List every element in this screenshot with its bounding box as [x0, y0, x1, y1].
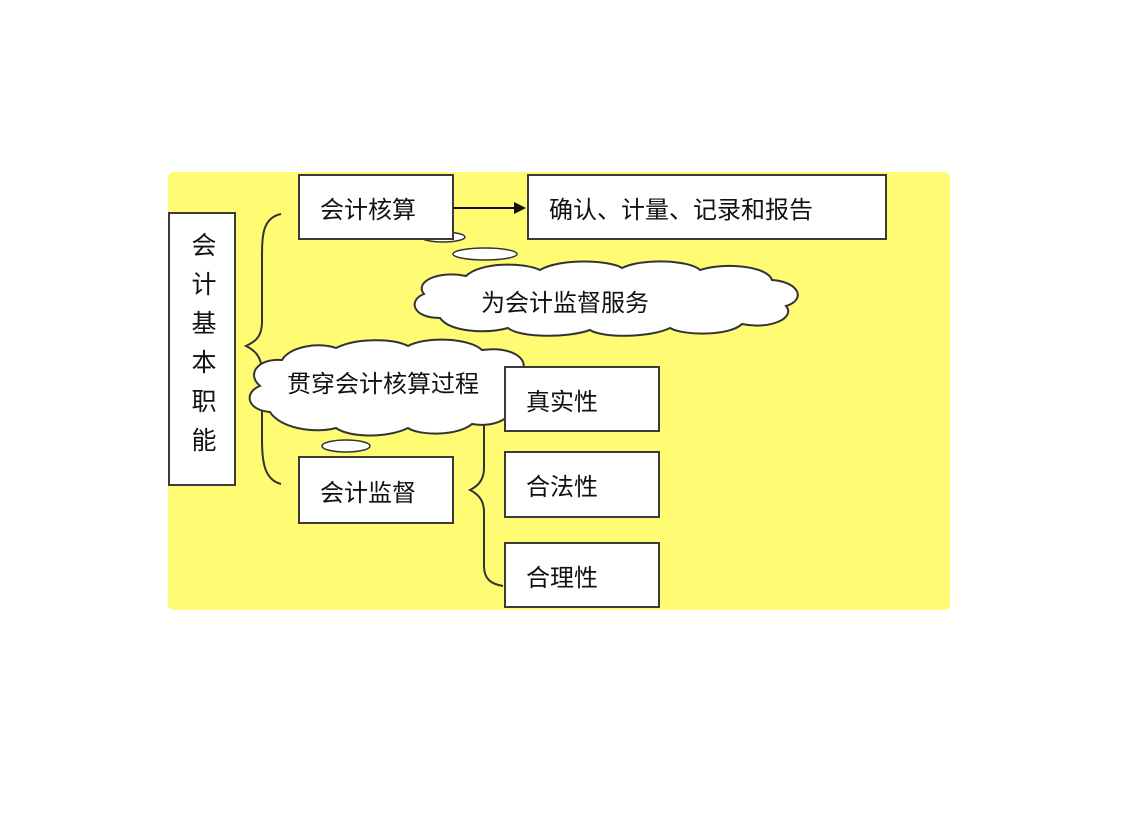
accounting-supervision-label: 会计监督 — [320, 478, 416, 507]
legality-label: 合法性 — [526, 473, 598, 501]
authenticity-label: 真实性 — [526, 387, 598, 416]
cloud-serve-supervision: 为会计监督服务 — [413, 260, 799, 337]
box-legality: 合法性 — [504, 451, 660, 518]
thought-bubble-4 — [321, 439, 371, 453]
root-label: 会计基本职能 — [188, 232, 217, 466]
main-brace — [243, 213, 282, 485]
box-recognition-measurement: 确认、计量、记录和报告 — [527, 174, 887, 240]
recognition-measurement-label: 确认、计量、记录和报告 — [549, 195, 813, 224]
accounting-calculation-label: 会计核算 — [320, 195, 416, 224]
box-accounting-calculation: 会计核算 — [298, 174, 454, 240]
cloud-through-process: 贯穿会计核算过程 — [248, 338, 534, 437]
supervision-brace — [467, 399, 504, 587]
cloud-serve-label: 为会计监督服务 — [481, 289, 649, 317]
cloud-through-label: 贯穿会计核算过程 — [287, 370, 479, 398]
box-rationality: 合理性 — [504, 542, 660, 608]
box-accounting-supervision: 会计监督 — [298, 456, 454, 524]
root-box-basic-functions: 会计基本职能 — [168, 212, 236, 486]
thought-bubble-3 — [452, 247, 518, 261]
rationality-label: 合理性 — [526, 563, 598, 592]
box-authenticity: 真实性 — [504, 366, 660, 432]
